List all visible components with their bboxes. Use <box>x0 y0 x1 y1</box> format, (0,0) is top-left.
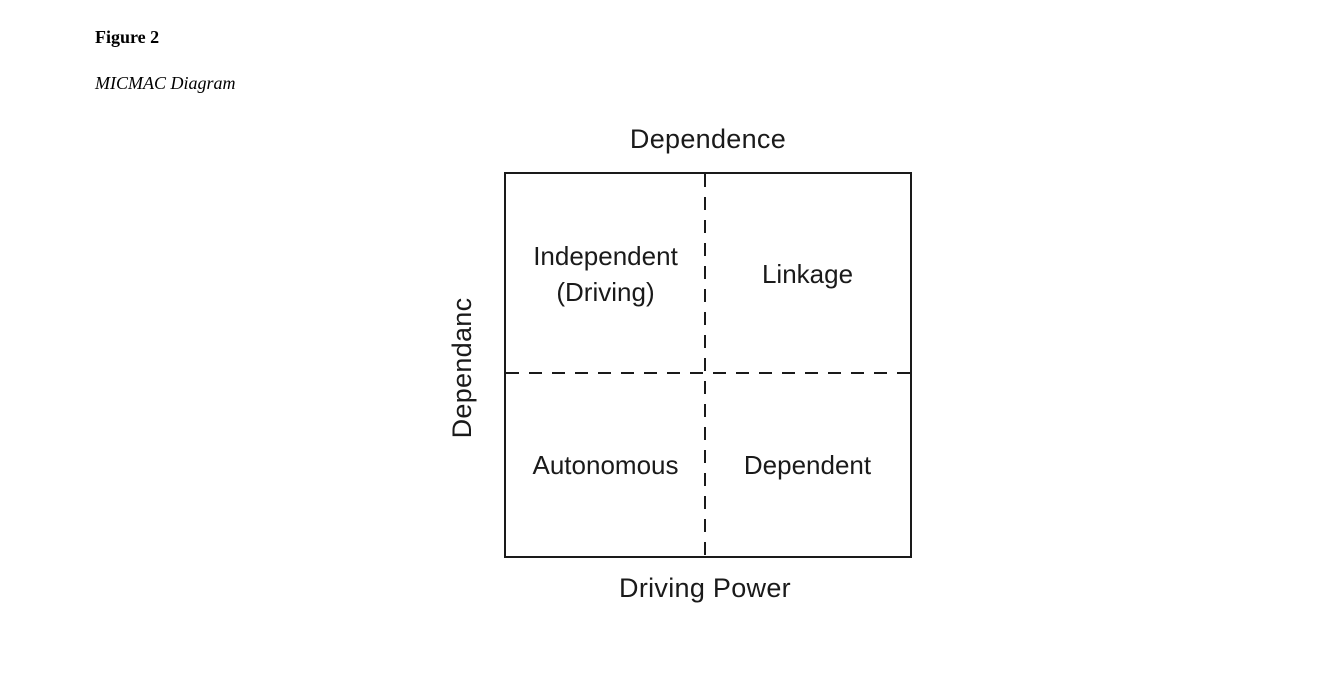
quadrant-top-left: Independent (Driving) <box>506 174 705 373</box>
figure-number-label: Figure 2 <box>95 27 160 47</box>
quadrant-label-dependent: Dependent <box>743 449 872 480</box>
quadrant-label-linkage: Linkage <box>761 258 854 289</box>
micmac-matrix-box: Independent (Driving) Linkage Autonomous… <box>504 172 912 558</box>
quadrant-top-right: Linkage <box>705 174 910 373</box>
quadrant-label-independent-driving: Independent (Driving) <box>533 240 678 307</box>
top-axis-label-dependence: Dependence <box>629 124 787 154</box>
left-axis-label-dependance: Dependanc <box>447 297 477 439</box>
dashed-divider-lines <box>506 174 910 556</box>
quadrant-bottom-left: Autonomous <box>506 373 705 556</box>
bottom-axis-label-driving-power: Driving Power <box>619 573 791 603</box>
quadrant-grid: Independent (Driving) Linkage Autonomous… <box>506 174 910 556</box>
figure-title: MICMAC Diagram <box>95 73 236 93</box>
quadrant-bottom-right: Dependent <box>705 373 910 556</box>
quadrant-label-autonomous: Autonomous <box>532 449 679 480</box>
